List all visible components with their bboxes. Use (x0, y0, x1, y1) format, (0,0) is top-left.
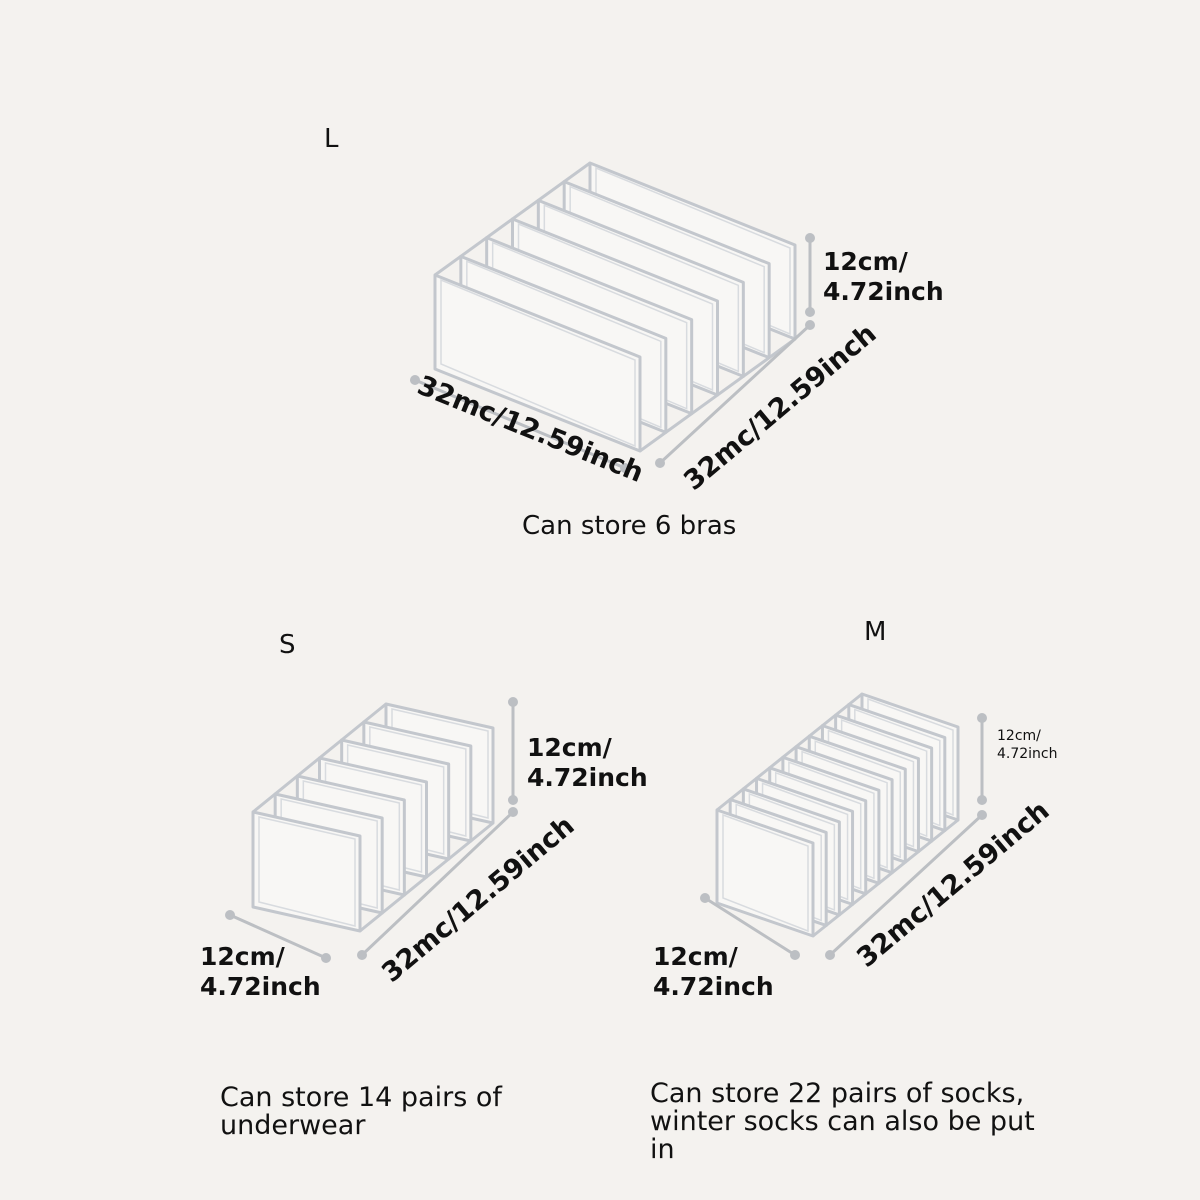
caption-s: Can store 14 pairs of underwear (220, 1084, 502, 1140)
caption-m-line3: in (650, 1134, 675, 1165)
height-label-m-line1: 12cm/ (997, 728, 1041, 744)
dimension-dot (977, 713, 987, 723)
left-wall-edge (716, 692, 863, 812)
dimension-dot (357, 950, 367, 960)
dimension-dot (700, 893, 710, 903)
dimension-dot (825, 950, 835, 960)
caption-m: Can store 22 pairs of socks, winter sock… (650, 1080, 1035, 1164)
height-label-m-line2: 4.72inch (997, 746, 1058, 762)
dimension-dot (620, 463, 630, 473)
dimension-dot (805, 307, 815, 317)
caption-s-line2: underwear (220, 1110, 366, 1141)
dimension-dot (410, 375, 420, 385)
organizer-box-small (251, 702, 495, 933)
height-label-l: 12cm/ 4.72inch (823, 247, 944, 307)
dimension-line (658, 323, 812, 465)
panel-inner-edge (258, 816, 356, 927)
caption-l: Can store 6 bras (522, 511, 737, 541)
dimension-dot (321, 953, 331, 963)
front-panel (251, 810, 362, 933)
front-dimension-s-line2: 4.72inch (200, 972, 321, 1001)
organizer-box-medium (715, 692, 960, 938)
right-wall-bottom-edge (812, 818, 959, 938)
dimension-dot (977, 795, 987, 805)
dimension-dot (508, 795, 518, 805)
dimension-lines (225, 233, 987, 963)
front-panel (433, 273, 642, 453)
size-label-s: S (279, 630, 296, 660)
dimension-line (360, 810, 515, 957)
height-label-m: 12cm/ 4.72inch (997, 727, 1058, 763)
dimension-line (704, 896, 796, 957)
height-label-s-line1: 12cm/ (527, 733, 612, 762)
height-label-l-line2: 4.72inch (823, 277, 944, 306)
front-dimension-m-line1: 12cm/ (653, 942, 738, 971)
dimension-dot (655, 458, 665, 468)
dimension-dot (225, 910, 235, 920)
size-label-l: L (324, 124, 339, 154)
panel-inner-edge (722, 813, 809, 933)
dimension-dot (790, 950, 800, 960)
height-label-l-line1: 12cm/ (823, 247, 908, 276)
front-dimension-m-line2: 4.72inch (653, 972, 774, 1001)
dimension-line (414, 378, 626, 470)
front-dimension-s: 12cm/ 4.72inch (200, 942, 321, 1002)
height-label-s-line2: 4.72inch (527, 763, 648, 792)
caption-m-line1: Can store 22 pairs of socks, (650, 1078, 1025, 1109)
size-label-m: M (864, 617, 887, 647)
dimension-dot (805, 320, 815, 330)
height-label-s: 12cm/ 4.72inch (527, 733, 648, 793)
front-dimension-s-line1: 12cm/ (200, 942, 285, 971)
dimension-line (229, 913, 327, 960)
organizer-box-large (433, 161, 797, 453)
dimension-line (828, 813, 984, 957)
caption-s-line1: Can store 14 pairs of (220, 1082, 502, 1113)
dimension-dot (508, 697, 518, 707)
dimension-dot (977, 810, 987, 820)
front-dimension-m: 12cm/ 4.72inch (653, 942, 774, 1002)
dimension-dot (805, 233, 815, 243)
dimension-dot (508, 807, 518, 817)
panel-inner-edge (440, 278, 636, 448)
caption-m-line2: winter socks can also be put (650, 1106, 1035, 1137)
